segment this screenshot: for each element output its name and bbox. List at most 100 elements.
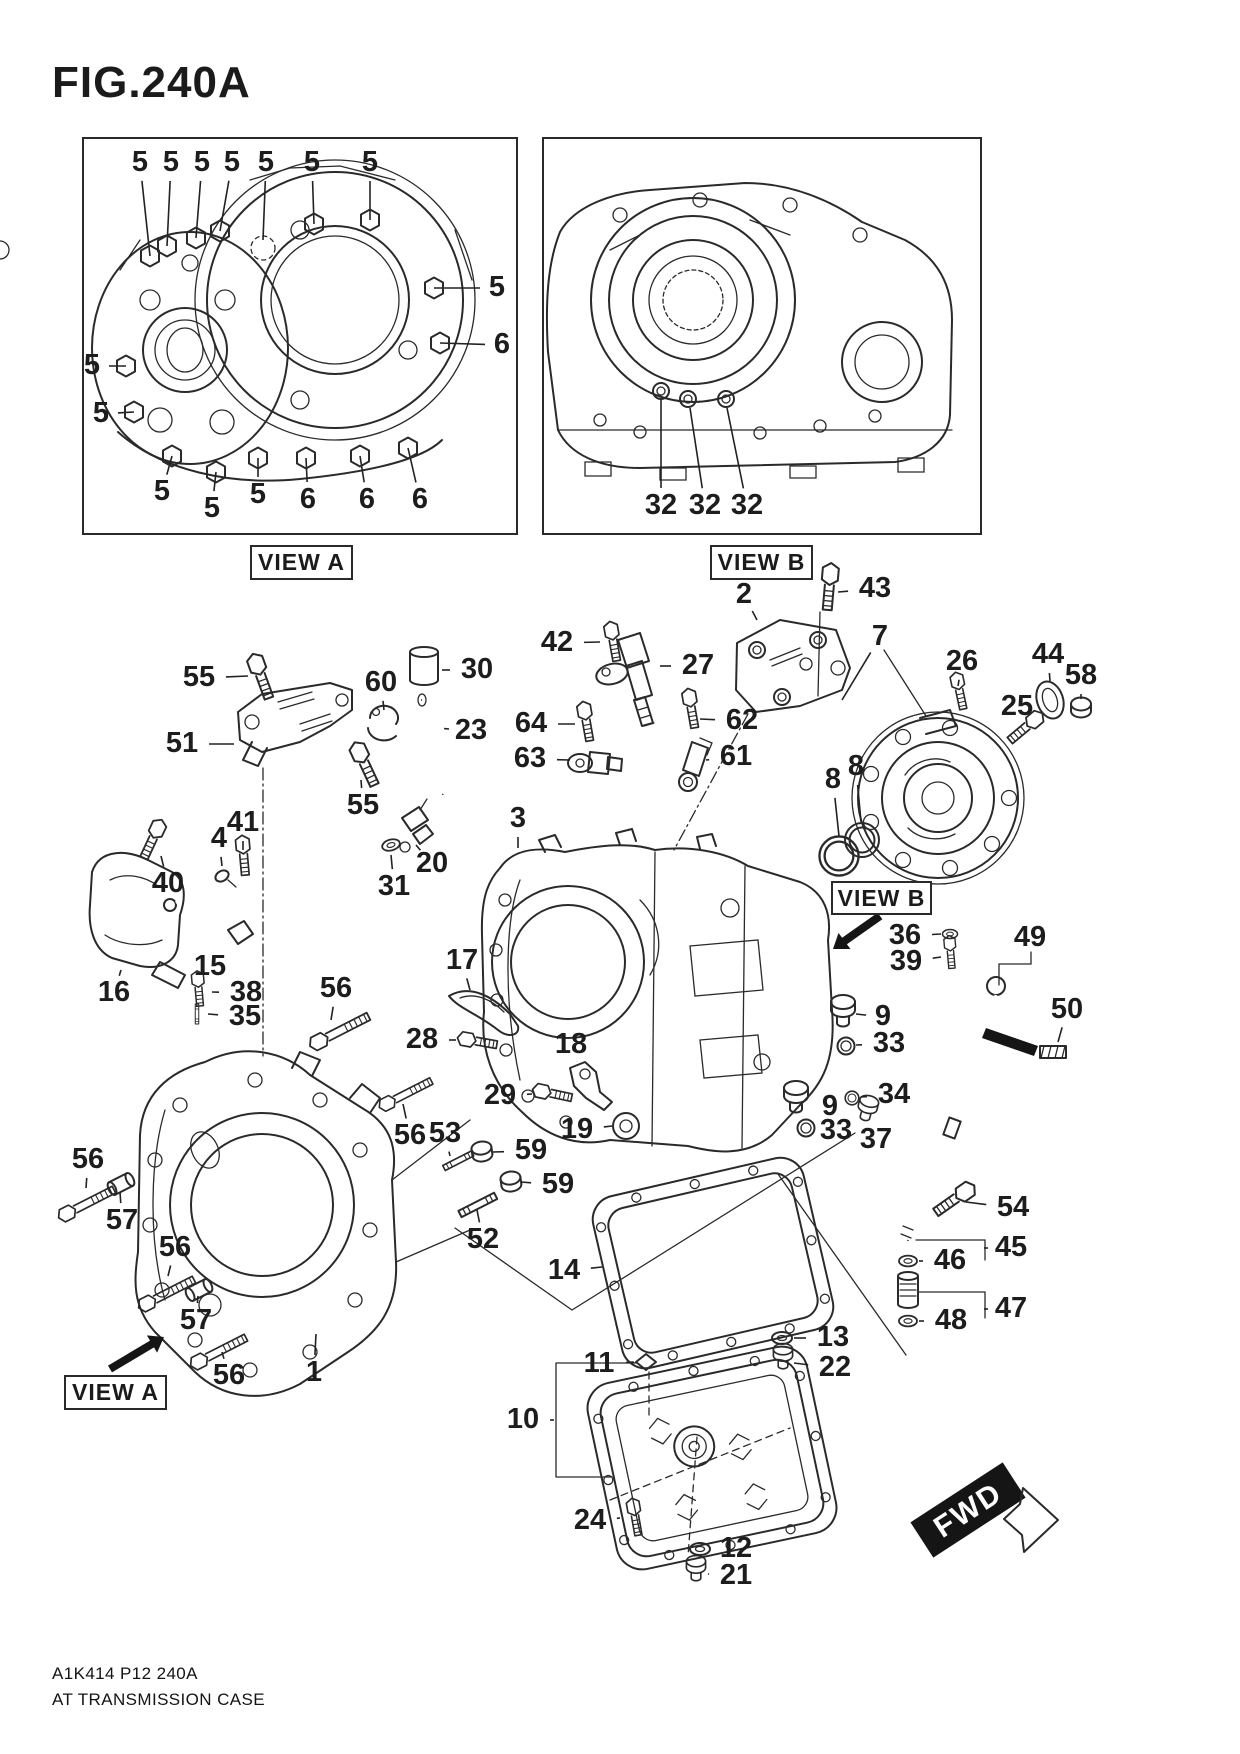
part-breather-cap-30 [409,646,439,686]
part-speed-sensor-27 [595,632,655,727]
figure-title: FIG.240A [52,58,251,107]
callout-29: 29 [483,1078,517,1111]
callout-23: 23 [454,713,488,746]
fwd-indicator: FWD [910,1462,1026,1558]
callout-55: 55 [182,660,216,693]
part-oring-8b [844,822,880,858]
callout-4: 4 [210,821,228,854]
part-bolt-62 [680,686,703,730]
callout-36: 36 [888,918,922,951]
callout-5: 5 [162,145,180,178]
callout-21: 21 [719,1558,753,1591]
construction-lines [262,611,1032,1557]
callout-38: 38 [229,975,263,1008]
callout-5: 5 [193,145,211,178]
callout-5: 5 [92,396,110,429]
callout-35: 35 [228,999,262,1032]
view-caption-3: VIEW B [831,881,932,915]
part-magnet-11 [635,1353,657,1371]
view-caption-2: VIEW A [64,1375,167,1410]
callout-44: 44 [1031,637,1065,670]
callout-64: 64 [514,706,548,739]
part-bolt-24 [624,1496,646,1538]
part-oring-8a [818,835,860,877]
callout-62: 62 [725,703,759,736]
callout-3: 3 [509,801,527,834]
callout-41: 41 [226,805,260,838]
callout-58: 58 [1064,658,1098,691]
part-oring-34 [844,1090,860,1106]
part-clip-4 [214,869,237,888]
callout-50: 50 [1050,992,1084,1025]
part-bracket-18 [569,1061,613,1111]
callout-61: 61 [719,739,753,772]
callout-45: 45 [994,1230,1028,1263]
callout-5: 5 [249,477,267,510]
callout-56: 56 [393,1118,427,1151]
part-washer-46 [898,1254,918,1268]
part-plug-9a [830,994,856,1028]
callout-57: 57 [179,1303,213,1336]
callout-5: 5 [361,145,379,178]
callout-28: 28 [405,1022,439,1055]
callout-5: 5 [257,145,275,178]
part-bolt-42 [602,619,625,663]
callout-63: 63 [513,741,547,774]
callout-56: 56 [158,1230,192,1263]
part-filler-tube-49 [900,976,1006,1241]
part-stud-53 [441,1150,475,1172]
callout-32: 32 [688,488,722,521]
callout-33: 33 [872,1026,906,1059]
part-oil-seal-19 [612,1112,640,1140]
part-union-47 [897,1271,919,1309]
callout-40: 40 [151,866,185,899]
part-bolt-56e [375,1074,436,1114]
callout-51: 51 [165,726,199,759]
callout-49: 49 [1013,920,1047,953]
callout-17: 17 [445,943,479,976]
callout-59: 59 [514,1133,548,1166]
callout-19: 19 [560,1112,594,1145]
part-pin-50 [982,1028,1067,1059]
view-a-frame [82,137,518,535]
callout-30: 30 [460,652,494,685]
callout-6: 6 [358,482,376,515]
part-bolt-55a [244,650,278,702]
part-hose-clamp-60 [367,704,399,742]
part-sensor-61 [678,737,713,792]
view-a-case-drawing [0,159,476,482]
callout-leader-lines [85,180,1082,1575]
callout-56: 56 [71,1142,105,1175]
callout-9: 9 [874,999,892,1032]
part-sleeve-57b [182,1276,216,1304]
callout-5: 5 [83,348,101,381]
part-sleeve-57a [104,1170,138,1198]
callout-47: 47 [994,1291,1028,1324]
part-plug-9b [783,1080,809,1114]
view-caption-1: VIEW B [710,545,813,580]
part-bolt-39 [942,934,959,970]
callout-2: 2 [735,577,753,610]
part-nut-58 [1070,696,1092,719]
part-mounting-bracket-2 [735,619,851,713]
part-bolt-56a [305,1008,373,1054]
callout-5: 5 [223,145,241,178]
callout-52: 52 [466,1222,500,1255]
callout-11: 11 [583,1346,615,1379]
view-b-direction-arrow [833,912,883,949]
part-pan-gasket-14 [591,1156,835,1370]
part-oring-33a [836,1036,856,1056]
callout-25: 25 [1000,689,1034,722]
callout-34: 34 [877,1077,911,1110]
callout-18: 18 [554,1027,588,1060]
part-bolt-40 [136,815,170,863]
view-a-direction-arrow [108,1335,164,1373]
part-sensor-63 [567,751,623,775]
callout-9: 9 [821,1089,839,1122]
part-end-cover-7 [851,709,1025,885]
callout-8: 8 [824,762,842,795]
callout-26: 26 [945,644,979,677]
callout-13: 13 [816,1320,850,1353]
part-hanger-hook-17 [448,990,520,1036]
